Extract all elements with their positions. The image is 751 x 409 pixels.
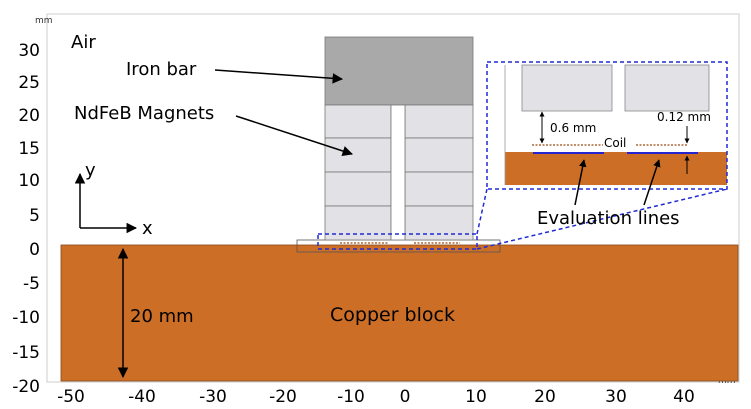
- x-tick-label: 40: [673, 387, 695, 407]
- magnets-label: NdFeB Magnets: [74, 103, 214, 124]
- magnet-segment: [324, 104, 392, 139]
- iron-bar-arrow: [214, 69, 344, 84]
- y-tick-label: -20: [12, 377, 40, 397]
- magnet-segment: [404, 205, 474, 241]
- magnets-arrow: [235, 115, 353, 157]
- x-tick-label: 30: [605, 387, 627, 407]
- magnets-left: [324, 104, 392, 241]
- x-tick-labels: -50 -40 -30 -20 -10 0 10 20 30 40: [57, 387, 695, 407]
- zoom-connector: [476, 188, 488, 235]
- y-tick-label: 10: [18, 171, 40, 191]
- magnet-segment: [404, 104, 474, 139]
- x-tick-label: 20: [534, 387, 556, 407]
- y-tick-label: -15: [12, 343, 40, 363]
- offset-dimension-label: 0.12 mm: [657, 110, 711, 124]
- magnet-gap: [390, 104, 406, 241]
- evaluation-arrow-right: [643, 159, 661, 206]
- y-tick-label: 30: [18, 41, 40, 61]
- magnets-right: [404, 104, 474, 241]
- copper-block-label: Copper block: [330, 304, 455, 326]
- magnet-segment: [324, 205, 392, 241]
- inset-border: [486, 61, 728, 190]
- y-tick-label: 0: [29, 240, 40, 260]
- evaluation-arrow-left: [574, 159, 587, 206]
- x-tick-label: 10: [465, 387, 487, 407]
- coil-label: Coil: [604, 136, 626, 150]
- zoom-source-box: [317, 233, 478, 250]
- air-label: Air: [71, 32, 96, 53]
- x-tick-label: -10: [337, 387, 365, 407]
- y-axis-label: y: [85, 160, 96, 181]
- iron-bar-label: Iron bar: [126, 59, 197, 80]
- coordinate-axes: y x: [74, 160, 153, 239]
- inset-magnet-left: [521, 64, 613, 112]
- x-axis-label: x: [142, 218, 153, 239]
- x-tick-label: -50: [57, 387, 85, 407]
- y-tick-label: 5: [29, 206, 40, 226]
- y-tick-label: -10: [12, 308, 40, 328]
- magnet-segment: [404, 137, 474, 173]
- x-tick-label: -20: [269, 387, 297, 407]
- x-tick-label: -40: [128, 387, 156, 407]
- x-tick-label: 0: [400, 387, 411, 407]
- evaluation-lines-label: Evaluation lines: [537, 208, 680, 229]
- copper-block: [60, 244, 739, 382]
- y-tick-label: -5: [23, 274, 40, 294]
- iron-bar: [324, 36, 474, 106]
- y-tick-label: 20: [18, 106, 40, 126]
- y-tick-labels: 30 25 20 15 10 5 0 -5 -10 -15 -20: [12, 41, 40, 397]
- y-tick-label: 25: [18, 73, 40, 93]
- inset-copper: [505, 152, 727, 185]
- zoom-connector: [476, 188, 728, 250]
- inset-magnet-right: [624, 64, 710, 112]
- gap-dimension-label: 0.6 mm: [550, 121, 596, 135]
- magnet-segment: [324, 171, 392, 207]
- magnet-segment: [404, 171, 474, 207]
- inset-zoom: 0.6 mm 0.12 mm Coil: [486, 61, 728, 190]
- thickness-label: 20 mm: [130, 306, 194, 327]
- plot-frame: [46, 13, 740, 383]
- magnet-segment: [324, 137, 392, 173]
- y-tick-label: 15: [18, 139, 40, 159]
- x-tick-label: -30: [199, 387, 227, 407]
- y-unit-label: mm: [35, 16, 53, 26]
